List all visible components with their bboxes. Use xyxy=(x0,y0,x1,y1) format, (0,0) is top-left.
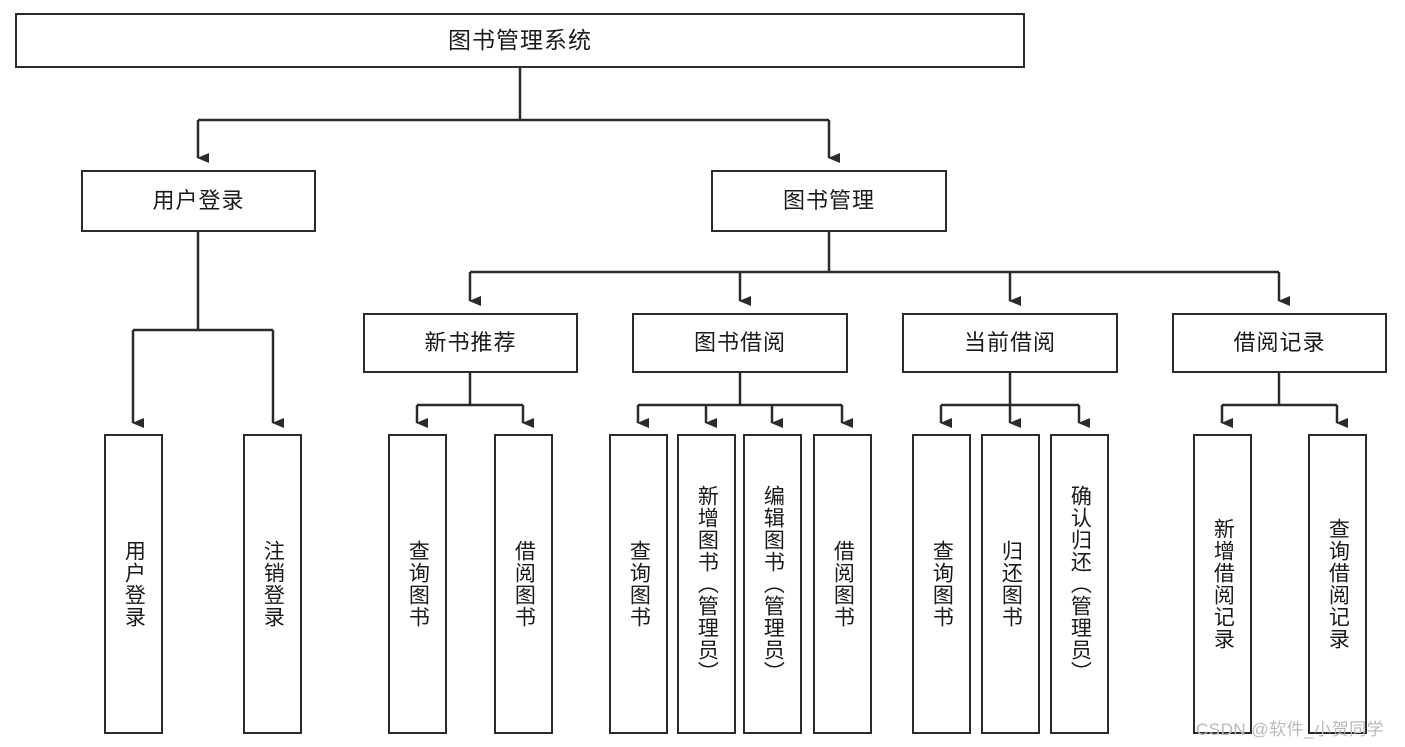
node-new-book-recommend[interactable]: 新书推荐 xyxy=(363,313,578,373)
leaf-label: 查询借阅记录 xyxy=(1326,518,1350,650)
node-current-borrow[interactable]: 当前借阅 xyxy=(902,313,1118,373)
leaf-label: 借阅图书 xyxy=(831,540,855,628)
node-leaf-borrow-book-2[interactable]: 借阅图书 xyxy=(813,434,872,734)
leaf-label: 用户登录 xyxy=(122,540,146,628)
leaf-label: 查询图书 xyxy=(627,540,651,628)
node-user-login[interactable]: 用户登录 xyxy=(81,170,316,232)
node-leaf-return-book[interactable]: 归还图书 xyxy=(981,434,1040,734)
node-book-borrow[interactable]: 图书借阅 xyxy=(632,313,848,373)
node-leaf-query-record[interactable]: 查询借阅记录 xyxy=(1308,434,1367,734)
node-leaf-user-login[interactable]: 用户登录 xyxy=(104,434,163,734)
node-leaf-query-book-2[interactable]: 查询图书 xyxy=(609,434,668,734)
node-borrow-record[interactable]: 借阅记录 xyxy=(1172,313,1387,373)
node-leaf-user-logout[interactable]: 注销登录 xyxy=(243,434,302,734)
leaf-label: 新增借阅记录 xyxy=(1211,518,1235,650)
leaf-label: 查询图书 xyxy=(930,540,954,628)
node-leaf-query-book-3[interactable]: 查询图书 xyxy=(912,434,971,734)
leaf-label: 编辑图书（管理员） xyxy=(761,485,785,683)
node-leaf-add-book[interactable]: 新增图书（管理员） xyxy=(677,434,736,734)
node-leaf-edit-book[interactable]: 编辑图书（管理员） xyxy=(743,434,802,734)
node-book-manage[interactable]: 图书管理 xyxy=(711,170,947,232)
node-leaf-confirm-return[interactable]: 确认归还（管理员） xyxy=(1050,434,1109,734)
node-leaf-borrow-book-1[interactable]: 借阅图书 xyxy=(494,434,553,734)
leaf-label: 借阅图书 xyxy=(512,540,536,628)
leaf-label: 注销登录 xyxy=(261,540,285,628)
watermark: CSDN @软件_小贺同学 xyxy=(1196,720,1385,739)
node-leaf-query-book-1[interactable]: 查询图书 xyxy=(388,434,447,734)
node-root[interactable]: 图书管理系统 xyxy=(15,13,1025,68)
leaf-label: 归还图书 xyxy=(999,540,1023,628)
leaf-label: 查询图书 xyxy=(406,540,430,628)
leaf-label: 新增图书（管理员） xyxy=(695,485,719,683)
leaf-label: 确认归还（管理员） xyxy=(1068,485,1092,683)
node-leaf-add-record[interactable]: 新增借阅记录 xyxy=(1193,434,1252,734)
